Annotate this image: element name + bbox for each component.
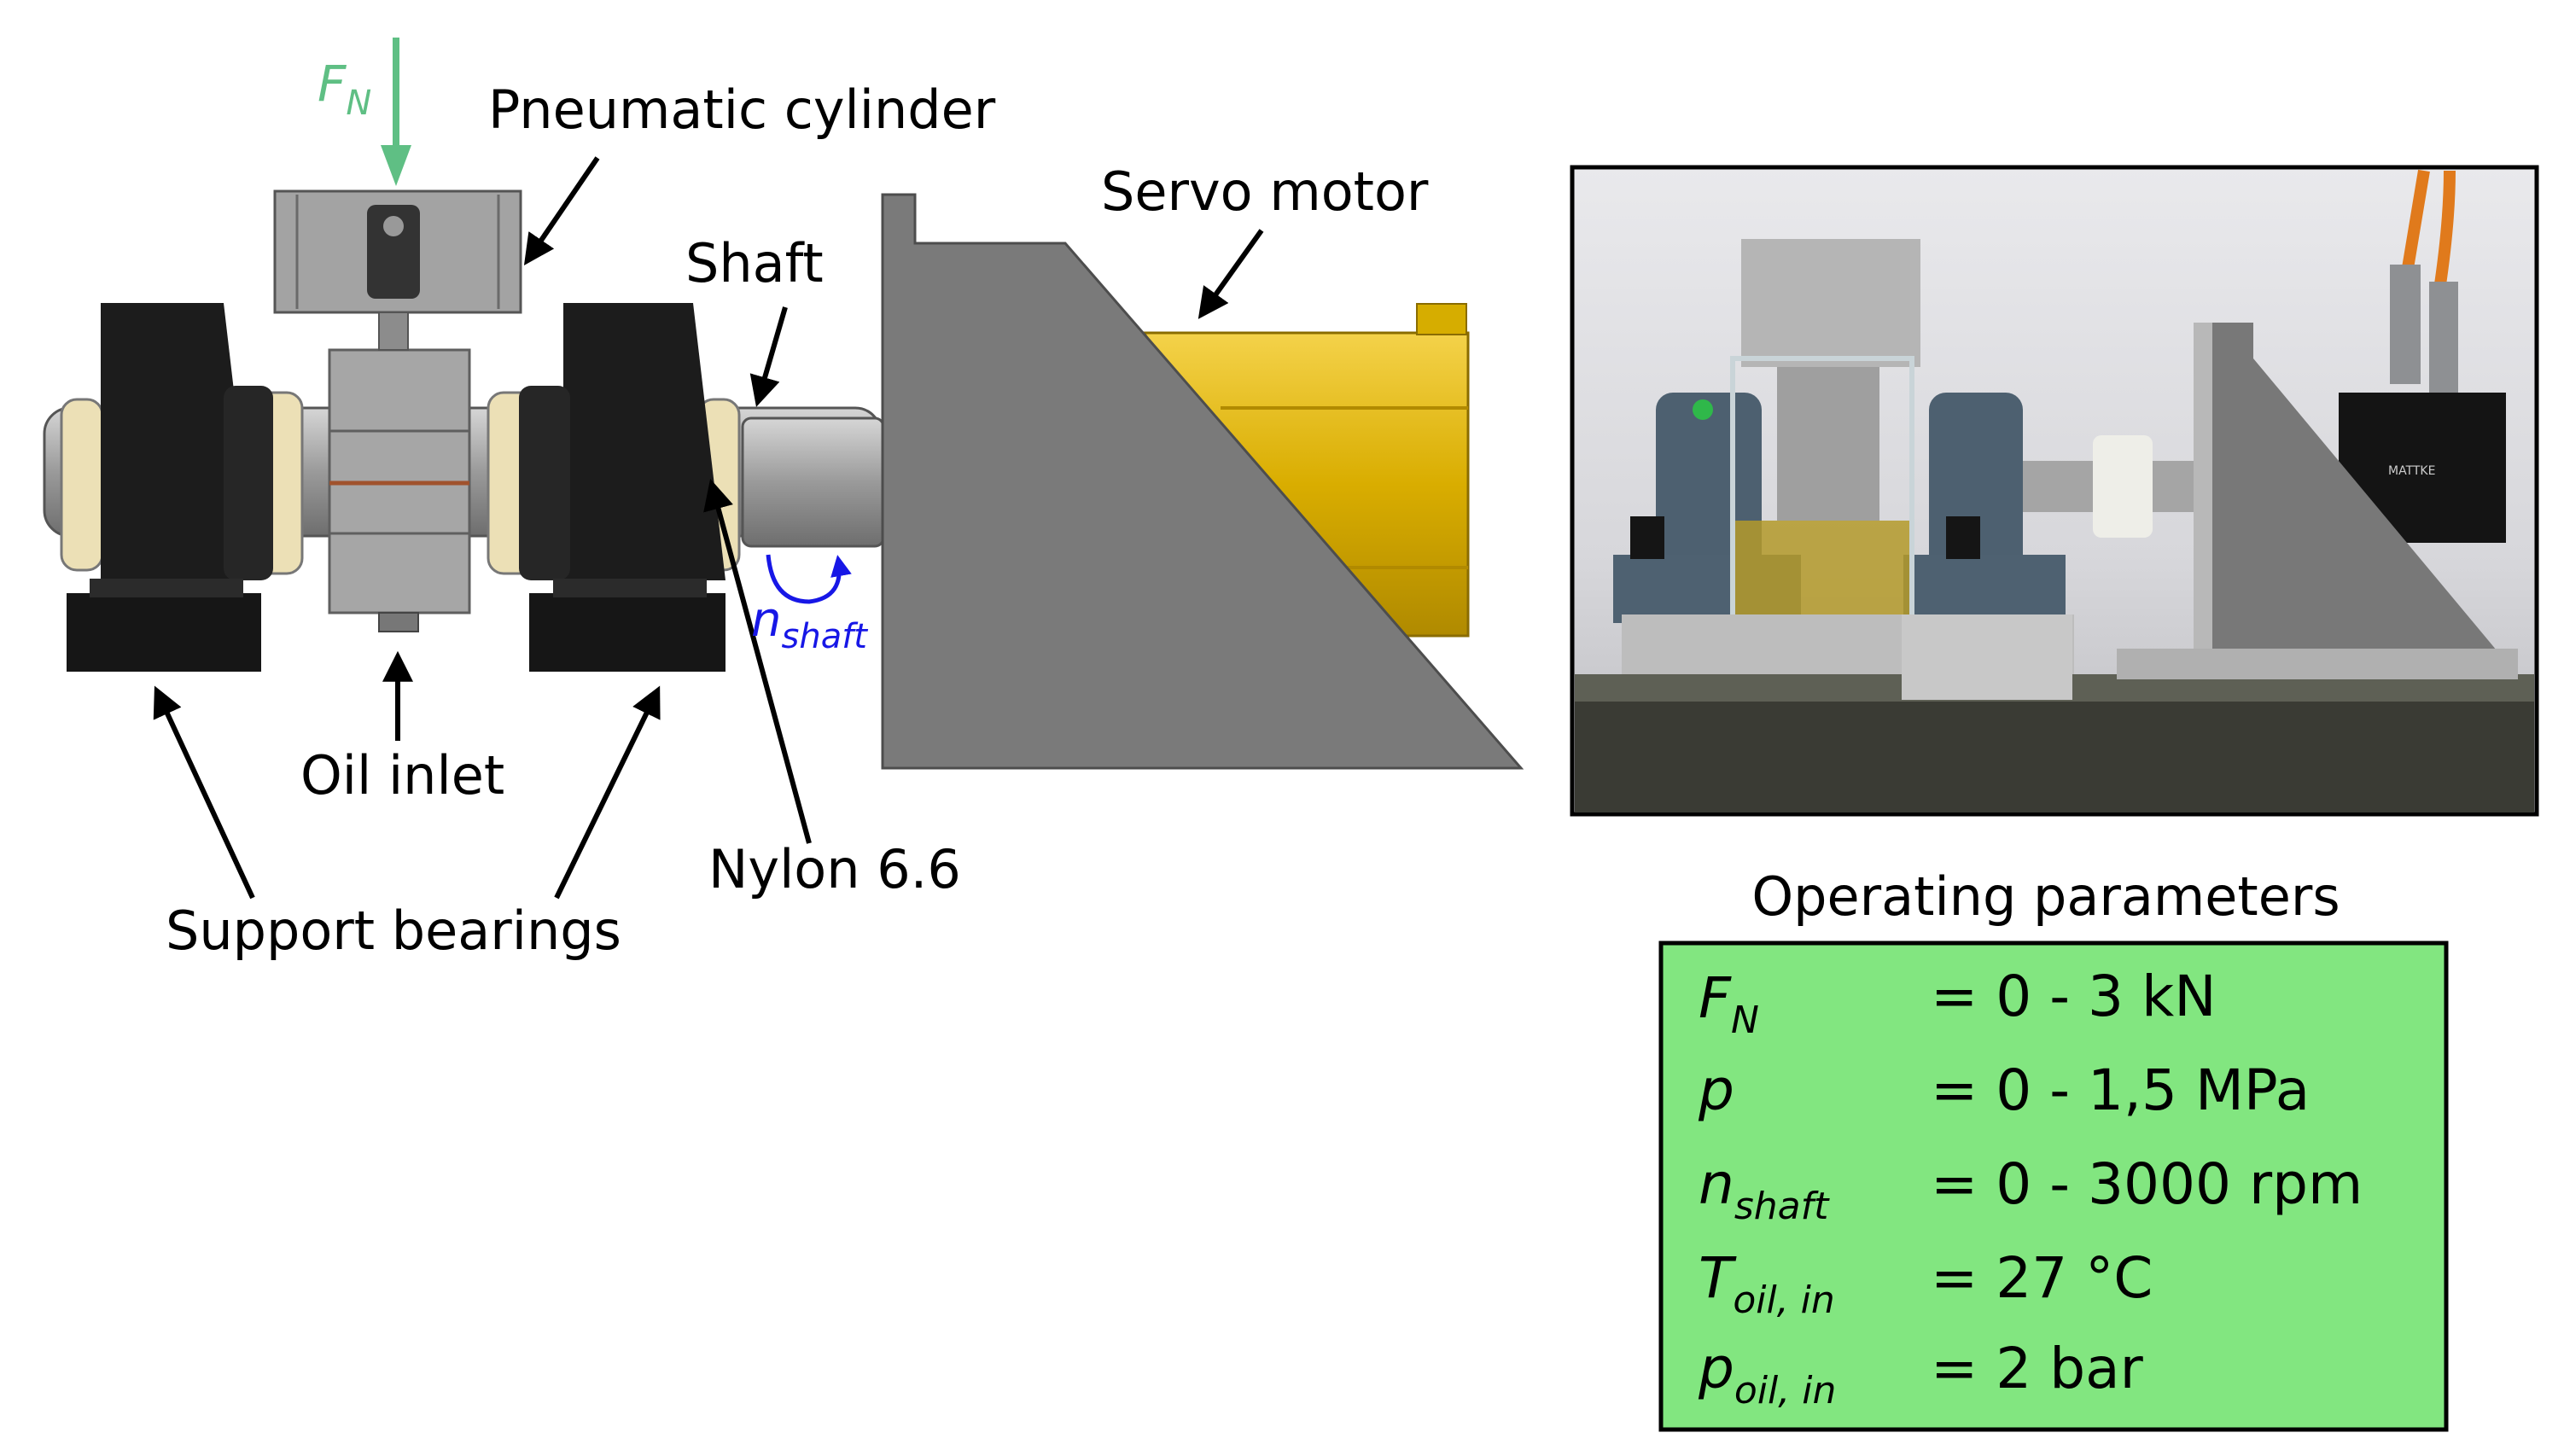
parameter-value: = 0 - 1,5 MPa bbox=[1931, 1057, 2310, 1123]
test-bearing-housing bbox=[328, 348, 471, 632]
pneumatic-cylinder bbox=[273, 189, 522, 351]
parameter-row: FN = 0 - 3 kN bbox=[1699, 964, 2217, 1042]
parameters-box bbox=[1658, 941, 2449, 1432]
parameters-title: Operating parameters bbox=[1751, 865, 2340, 928]
label-nylon: Nylon 6.6 bbox=[708, 838, 961, 900]
label-oil-inlet: Oil inlet bbox=[300, 744, 504, 807]
parameter-symbol: p bbox=[1698, 1057, 1734, 1123]
force-label: FN bbox=[318, 55, 371, 123]
support-bearing-left bbox=[67, 303, 273, 672]
arrow-servo-motor bbox=[1198, 229, 1264, 319]
parameter-row: poil, in = 2 bar bbox=[1698, 1336, 2144, 1412]
arrow-support-bearing-left bbox=[153, 685, 255, 900]
force-arrow-head bbox=[381, 145, 411, 186]
test-rig-photo: MATTKE bbox=[1570, 165, 2539, 817]
photo-motor-label: MATTKE bbox=[2388, 464, 2435, 478]
parameter-row: nshaft = 0 - 3000 rpm bbox=[1699, 1151, 2363, 1228]
label-servo-motor: Servo motor bbox=[1101, 160, 1429, 223]
arrow-support-bearing-right bbox=[554, 685, 661, 900]
parameter-value: = 0 - 3000 rpm bbox=[1931, 1151, 2363, 1217]
parameter-value: = 27 °C bbox=[1931, 1245, 2153, 1311]
arrow-nylon bbox=[703, 479, 812, 844]
parameters-table: FN = 0 - 3 kN p = 0 - 1,5 MPa nshaft = 0… bbox=[1698, 964, 2363, 1412]
parameter-symbol: Toil, in bbox=[1699, 1245, 1835, 1322]
parameter-row: Toil, in = 27 °C bbox=[1699, 1245, 2153, 1322]
rotation-arrow bbox=[766, 554, 852, 604]
parameter-symbol: poil, in bbox=[1698, 1336, 1836, 1412]
arrow-pneumatic-cylinder bbox=[523, 156, 600, 265]
parameter-symbol: nshaft bbox=[1699, 1151, 1830, 1228]
rotation-label: nshaft bbox=[751, 592, 868, 656]
parameter-row: p = 0 - 1,5 MPa bbox=[1698, 1057, 2310, 1123]
shaft-end-right bbox=[741, 416, 885, 548]
nylon-ring-left-outer bbox=[60, 398, 104, 572]
label-pneumatic-cylinder: Pneumatic cylinder bbox=[488, 79, 996, 141]
support-bearing-right bbox=[519, 303, 725, 672]
motor-mount-plate bbox=[881, 193, 1524, 770]
label-shaft: Shaft bbox=[685, 232, 824, 294]
parameter-value: = 2 bar bbox=[1931, 1336, 2144, 1401]
arrow-shaft bbox=[749, 306, 788, 407]
label-support-bearings: Support bearings bbox=[166, 900, 621, 962]
parameter-value: = 0 - 3 kN bbox=[1931, 964, 2217, 1029]
cad-diagram: FN Pneumatic cylinder Servo motor Shaft … bbox=[43, 38, 1524, 962]
parameter-symbol: FN bbox=[1699, 965, 1759, 1042]
